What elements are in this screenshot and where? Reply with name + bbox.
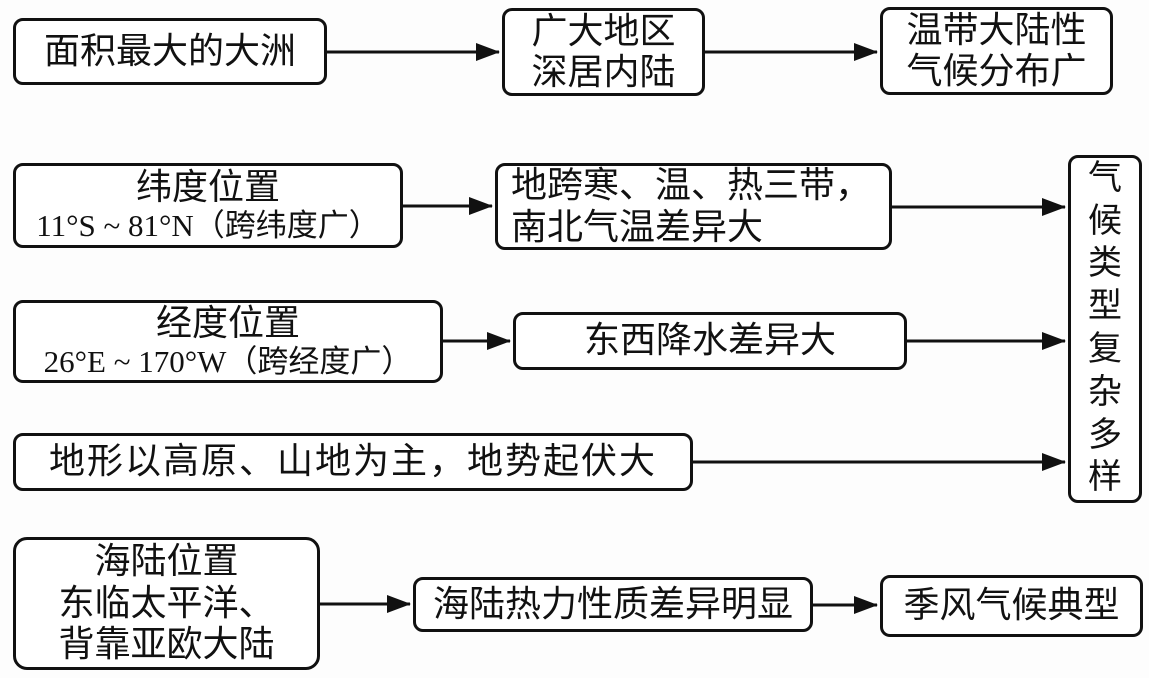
node-label-line: 11°S ~ 81°N（跨纬度广） [36, 208, 380, 244]
node-three-zones: 地跨寒、温、热三带， 南北气温差异大 [495, 163, 892, 250]
node-thermal-difference: 海陆热力性质差异明显 [413, 577, 813, 632]
node-label-line: 背靠亚欧大陆 [58, 624, 275, 665]
node-deep-inland: 广大地区 深居内陆 [502, 8, 705, 96]
node-label: 地形以高原、山地为主，地势起伏大 [48, 441, 657, 482]
node-monsoon-typical: 季风气候典型 [880, 575, 1143, 637]
node-label-line: 温带大陆性 [906, 9, 1087, 50]
node-precipitation-difference: 东西降水差异大 [513, 312, 907, 370]
node-label: 海陆热力性质差异明显 [432, 583, 793, 624]
node-label-line: 广大地区 [531, 10, 676, 51]
node-label: 东西降水差异大 [583, 320, 836, 361]
node-label-line: 经度位置 [155, 302, 300, 343]
node-label-vertical: 气候类型复杂多样 [1088, 159, 1122, 497]
node-label-line: 深居内陆 [531, 52, 676, 92]
node-terrain: 地形以高原、山地为主，地势起伏大 [13, 433, 693, 491]
node-sea-land-position: 海陆位置 东临太平洋、 背靠亚欧大陆 [13, 537, 320, 670]
node-climate-complex-diverse: 气候类型复杂多样 [1068, 155, 1142, 503]
node-label-line: 气候分布广 [906, 51, 1087, 91]
node-label-line: 东临太平洋、 [58, 582, 275, 623]
node-label: 面积最大的大洲 [43, 30, 296, 71]
node-label-line: 26°E ~ 170°W（跨经度广） [43, 344, 413, 380]
node-label-line: 地跨寒、温、热三带， [511, 165, 872, 206]
node-label-line: 南北气温差异大 [511, 206, 764, 247]
node-label: 季风气候典型 [903, 585, 1120, 626]
node-label-line: 海陆位置 [94, 540, 239, 581]
node-largest-continent: 面积最大的大洲 [13, 18, 327, 85]
node-temperate-continental: 温带大陆性 气候分布广 [880, 7, 1113, 95]
node-label-line: 纬度位置 [135, 166, 280, 207]
node-latitude-position: 纬度位置 11°S ~ 81°N（跨纬度广） [13, 163, 403, 248]
node-longitude-position: 经度位置 26°E ~ 170°W（跨经度广） [13, 300, 443, 383]
